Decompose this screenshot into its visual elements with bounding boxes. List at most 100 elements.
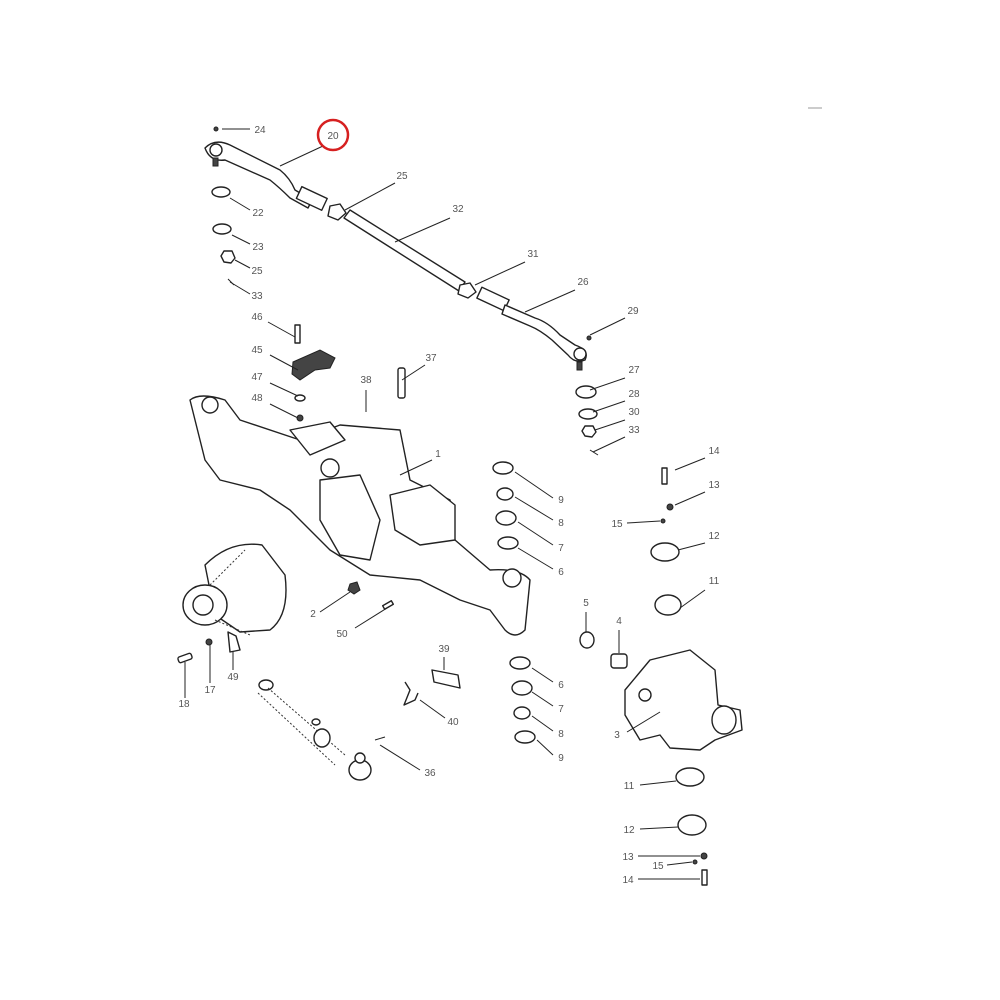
steering-knuckle-3 [624, 649, 743, 751]
callout-label: 17 [204, 685, 216, 696]
leader-line [679, 589, 706, 609]
callout-label: 11 [624, 781, 635, 792]
king-pin-cap-12 [650, 542, 680, 562]
callout-label: 9 [558, 495, 564, 506]
leader-line [229, 197, 251, 211]
callout-label: 7 [558, 543, 564, 554]
callout-label: 22 [252, 208, 264, 219]
leader-line [524, 289, 576, 313]
shim-11 [654, 594, 682, 616]
callout-label: 18 [178, 699, 190, 710]
leader-line [666, 861, 693, 866]
washer-47 [294, 394, 306, 402]
callout-label: 45 [251, 345, 263, 356]
leader-line [592, 400, 626, 413]
leader-line [419, 699, 446, 719]
callout-label: 49 [227, 672, 239, 683]
nut-25-top [327, 203, 347, 221]
callout-label: 5 [583, 598, 589, 609]
callout-label: 8 [558, 518, 564, 529]
callout-label: 6 [558, 567, 564, 578]
bolt-50 [381, 600, 395, 610]
plate-39 [431, 669, 461, 689]
bearing-7 [495, 510, 517, 526]
callout-label: 13 [622, 852, 634, 863]
callout-label: 24 [254, 125, 266, 136]
callout-label: 7 [558, 704, 564, 715]
differential [182, 543, 287, 636]
leader-line [514, 496, 554, 521]
leader-line [531, 715, 554, 732]
bushing-8b [513, 706, 531, 720]
tie-rod-end-right [476, 286, 592, 371]
callout-label: 14 [708, 446, 720, 457]
bushing-4 [610, 653, 628, 669]
washer-6b [509, 656, 531, 670]
callout-label: 13 [708, 480, 720, 491]
leader-line [229, 281, 251, 295]
leader-line [517, 547, 554, 570]
callout-label: 9 [558, 753, 564, 764]
pin-37 [397, 367, 406, 399]
callout-label: 26 [577, 277, 589, 288]
callout-label: 33 [251, 291, 263, 302]
bushing-8 [496, 487, 514, 501]
callout-label: 48 [251, 393, 263, 404]
steering-cylinder [257, 679, 372, 781]
leader-line [474, 261, 526, 286]
bolt-14 [661, 467, 668, 485]
leader-line [269, 403, 299, 419]
nut-31 [457, 282, 477, 299]
callout-label: 29 [627, 306, 639, 317]
callout-label: 11 [709, 576, 720, 587]
callout-label: 47 [251, 372, 263, 383]
callout-label: 14 [622, 875, 634, 886]
nut-25 [220, 250, 236, 264]
callout-label: 4 [616, 616, 622, 627]
callout-label: 6 [558, 680, 564, 691]
callout-label: 12 [708, 531, 720, 542]
callout-label: 50 [336, 629, 348, 640]
callout-label: 25 [251, 266, 263, 277]
callout-label: 36 [424, 768, 436, 779]
callout-label: 40 [447, 717, 459, 728]
callout-label: 33 [628, 425, 640, 436]
nut-2 [347, 581, 361, 595]
callout-label: 23 [252, 242, 264, 253]
leader-line [639, 826, 679, 830]
leader-line [514, 471, 554, 499]
leader-line [234, 259, 251, 269]
callout-label: 38 [360, 375, 372, 386]
callout-label: 39 [438, 644, 450, 655]
callout-label: 28 [628, 389, 640, 400]
leader-line [626, 520, 661, 524]
leader-line [517, 521, 554, 546]
callout-label: 8 [558, 729, 564, 740]
leader-line [639, 780, 677, 786]
leader-line [401, 364, 426, 381]
seal-9b [514, 730, 536, 744]
leader-line [592, 436, 626, 453]
callout-label: 25 [396, 171, 408, 182]
leader-line [279, 145, 324, 167]
leader-line [536, 739, 554, 756]
bearing-7b [511, 680, 533, 696]
callout-label: 32 [452, 204, 464, 215]
callout-label: 20 [327, 131, 339, 142]
leader-line [589, 377, 626, 391]
washer-6 [497, 536, 519, 550]
callout-label: 15 [652, 861, 664, 872]
leader-line [354, 607, 388, 629]
callout-label: 15 [611, 519, 623, 530]
highlight-circle [316, 118, 350, 152]
leader-line [531, 667, 554, 683]
leader-line [626, 711, 661, 733]
leader-line [379, 744, 421, 771]
leader-line [269, 382, 299, 397]
callout-layer: 2420253231262922232533464547483738127283… [178, 125, 720, 886]
axle-housing-1 [189, 395, 531, 636]
seal-9 [492, 461, 514, 475]
plate-45 [291, 349, 336, 381]
leader-line [531, 691, 554, 707]
